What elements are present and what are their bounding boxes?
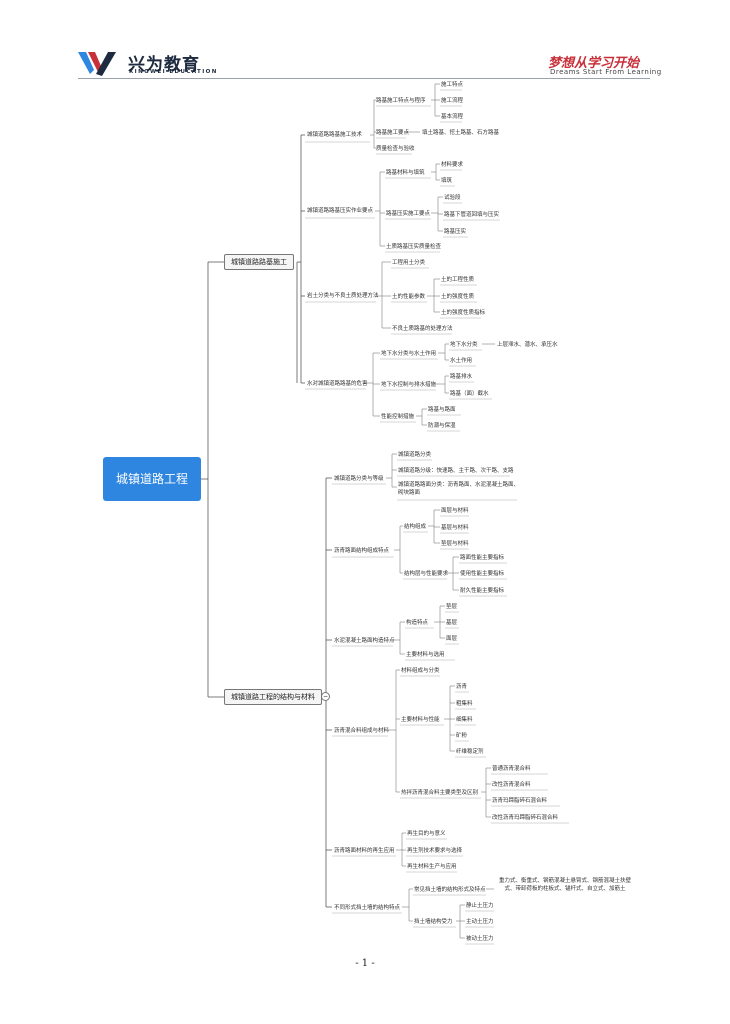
node-leaf: 城镇道路分级：快速路、主干路、次干路、支路 (398, 468, 514, 474)
node-asphalt-mix: 沥青混合料组成与材料 (334, 728, 390, 734)
node-compaction: 城镇道路路基压实作业要点 (307, 208, 374, 214)
node-leaf: 主动土压力 (466, 919, 494, 925)
xingwei-logo-icon (78, 52, 116, 76)
node-leaf: 基本流程 (441, 114, 464, 120)
node-leaf: 沥青玛蹄脂碎石混合料 (492, 798, 548, 804)
node-mix-types: 热拌沥青混合料主要类型及区别 (401, 790, 479, 796)
node-leaf: 静止土压力 (466, 903, 494, 909)
branch-roadbed-construction[interactable]: 城镇道路路基施工 (224, 254, 294, 270)
node-leaf: 路基压实 (444, 229, 467, 235)
node-leaf: 防潮与保湿 (428, 423, 456, 429)
node-roadbed-points: 路基施工要点 (376, 130, 410, 136)
node-leaf: 城镇道路路面分类：沥青路面、水泥混凝土路面、砌块路面 (398, 482, 520, 496)
page-number: - 1 - (355, 958, 375, 969)
node-note: 填土路基、挖土路基、石方路基 (422, 130, 500, 136)
node-leaf: 路面性能主要指标 (460, 555, 505, 561)
node-retaining-wall: 不同形式挡土墙的结构特点 (334, 905, 401, 911)
node-control: 性能控制措施 (381, 414, 415, 420)
mindmap-root[interactable]: 城镇道路工程 (103, 457, 201, 501)
node-note: 上层滞水、潜水、承压水 (497, 342, 558, 348)
node-leaf: 材料组成与分类 (401, 668, 440, 674)
node-leaf: 改性沥青玛蹄脂碎石混合料 (492, 815, 559, 821)
node-concrete-structure: 水泥混凝土路面构造特点 (334, 638, 395, 644)
node-roadbed-tech: 城镇道路路基施工技术 (307, 132, 363, 138)
branch-structure-materials[interactable]: 城镇道路工程的结构与材料 (224, 689, 322, 705)
node-leaf: 试验段 (444, 195, 461, 201)
node-leaf: 再生材料生产与应用 (407, 864, 457, 870)
node-leaf: 路基（面）截水 (450, 391, 489, 397)
node-leaf: 垫层 (446, 604, 458, 610)
node-road-classes: 城镇道路分类与等级 (334, 476, 384, 482)
node-recycling: 沥青路面材料的再生应用 (334, 848, 395, 854)
node-leaf: 路基与路面 (428, 407, 456, 413)
node-leaf: 普通沥青混合料 (492, 766, 531, 772)
page-header: 兴为教育 XINGWEI EDUCATION 梦想从学习开始 Dreams St… (0, 0, 730, 80)
node-compaction-check: 土质路基压实质量检查 (386, 244, 442, 250)
node-leaf: 填筑 (441, 178, 453, 184)
node-leaf: 细集料 (456, 717, 473, 723)
header-divider (78, 78, 650, 79)
node-wall-forms: 常见挡土墙的结构形式及特点 (414, 887, 486, 893)
node-leaf: 使用性能主要指标 (460, 571, 505, 577)
node-asphalt-structure: 沥青路面结构组成特点 (334, 548, 390, 554)
node-leaf: 土的工程性质 (441, 277, 475, 283)
node-leaf: 改性沥青混合料 (492, 782, 531, 788)
node-leaf: 水土作用 (450, 358, 473, 364)
slogan-english: Dreams Start From Learning (550, 68, 662, 76)
node-leaf: 不良土质路基的处理方法 (392, 326, 453, 332)
node-leaf: 主要材料与选用 (406, 652, 445, 658)
logo-chinese: 兴为教育 (128, 55, 200, 75)
node-leaf: 土的强度性质 (441, 294, 475, 300)
node-leaf: 路基排水 (450, 374, 473, 380)
node-leaf: 城镇道路分类 (398, 452, 432, 458)
node-soil-classification: 岩土分类与不良土质处理方法 (307, 293, 379, 299)
node-quality: 质量检查与验收 (376, 146, 415, 152)
node-leaf: 纤维稳定剂 (456, 749, 484, 755)
node-construction: 构造特点 (406, 620, 429, 626)
node-structure-comp: 结构组成 (404, 524, 427, 530)
node-leaf: 工程用土分类 (392, 260, 426, 266)
node-note: 重力式、衡重式、钢筋混凝土悬臂式、钢筋混凝土扶壁式、带卸荷板的柱板式、锚杆式、自… (498, 878, 631, 892)
node-leaf: 再生剂技术要求与选择 (407, 848, 463, 854)
logo-english: XINGWEI EDUCATION (129, 69, 218, 75)
node-water-hazard: 水对城镇道路路基的危害 (307, 381, 368, 387)
node-compaction-points: 路基压实施工要点 (386, 211, 431, 217)
node-drainage: 地下水控制与排水措施 (381, 382, 437, 388)
collapse-toggle-icon[interactable]: − (321, 692, 330, 701)
node-materials-fill: 路基材料与填筑 (386, 170, 425, 176)
node-leaf: 路基下管道回填与压实 (444, 212, 500, 218)
node-leaf: 面层与材料 (441, 508, 469, 514)
node-roadbed-features: 路基施工特点与程序 (376, 98, 426, 104)
node-soil-params: 土的性能参数 (392, 294, 426, 300)
node-leaf: 面层 (446, 636, 458, 642)
node-leaf: 材料要求 (441, 162, 464, 168)
node-leaf: 施工特点 (441, 82, 464, 88)
node-leaf: 被动土压力 (466, 936, 494, 942)
node-leaf: 矿粉 (456, 733, 468, 739)
slogan-chinese: 梦想从学习开始 (548, 56, 640, 71)
node-leaf: 耐久性能主要指标 (460, 588, 505, 594)
node-leaf: 再生目的与意义 (407, 831, 446, 837)
node-leaf: 基层与材料 (441, 525, 469, 531)
node-main-materials: 主要材料与性能 (401, 717, 440, 723)
node-leaf: 土的强度性质指标 (441, 310, 486, 316)
node-performance: 结构层与性能要求 (404, 571, 449, 577)
node-leaf: 地下水分类 (450, 342, 478, 348)
node-leaf: 沥青 (456, 684, 468, 690)
node-wall-forces: 挡土墙结构受力 (414, 919, 453, 925)
node-leaf: 垫层与材料 (441, 541, 469, 547)
node-leaf: 粗集料 (456, 701, 473, 707)
node-groundwater: 地下水分类与水土作用 (381, 351, 437, 357)
node-leaf: 施工流程 (441, 98, 464, 104)
node-leaf: 基层 (446, 620, 458, 626)
